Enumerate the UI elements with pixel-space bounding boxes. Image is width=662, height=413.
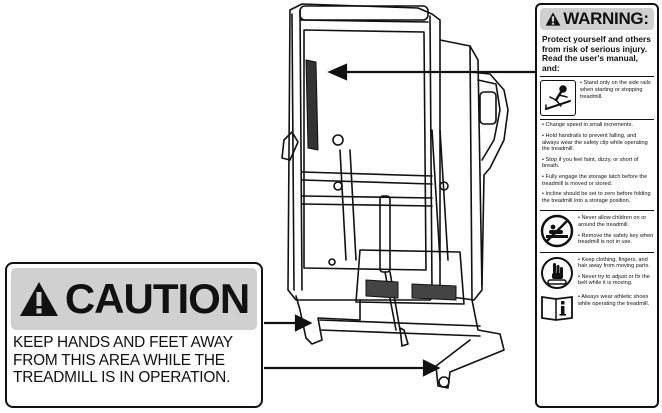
manual-rule-row: • Always wear athletic shoes while opera… [537,293,657,324]
hand-moving-parts-icon [540,256,574,290]
side-rail-rule: • Stand only on the side rails when star… [580,80,651,100]
caution-title: CAUTION [64,275,250,322]
warning-label: WARNING: Protect yourself and others fro… [535,3,659,408]
manual-info-icon [540,293,574,321]
caution-arrow-2-head [422,359,441,377]
children-rule-1: • Never allow children on or around the … [578,215,647,228]
left-handrail-end [281,131,299,161]
warning-rule-2: • Hold handrails to prevent falling, and… [542,132,648,153]
warning-intro: Protect yourself and others from risk of… [542,34,651,73]
top-roller [299,5,429,21]
children-rule-2: • Remove the safety key when treadmill i… [578,232,654,246]
caution-arrow-1-head [294,314,313,332]
deck-inner-panel [303,29,427,271]
folded-deck-outline [287,3,441,301]
caution-line-2: FROM THIS AREA WHILE THE [13,351,225,369]
caution-line-1: KEEP HANDS AND FEET AWAY [13,334,233,351]
warning-rule-4: • Fully engage the storage latch before … [542,173,648,187]
person-on-side-rails-icon [540,80,576,117]
caution-line-3: TREADMILL IS IN OPERATION. [13,369,231,386]
storage-latch-cylinder [379,195,391,273]
warning-rule-5: • Incline should be set to zero before f… [542,191,651,204]
moving-parts-rules-row: • Keep clothing, fingers, and hair away … [537,253,657,293]
alert-triangle-icon [19,281,59,317]
alert-triangle-icon [545,12,561,26]
warning-arrow-head [327,63,348,81]
manual-rule: • Always wear athletic shoes while opera… [578,294,650,307]
warning-title: WARNING: [563,9,649,28]
warning-header: WARNING: [540,8,654,30]
children-rules-row: • Never allow children on or around the … [537,211,657,251]
caution-message: KEEP HANDS AND FEET AWAY FROM THIS AREA … [7,334,261,387]
warning-rule-1: • Change speed in small increments. [542,122,633,129]
warning-rule-3: • Stop if you feel faint, dizzy, or shor… [542,156,639,170]
handrail-upright [469,71,509,286]
motor-hood [439,39,483,301]
left-base-foot [295,295,361,345]
lower-housing [355,249,465,305]
side-rail-rule-row: • Stand only on the side rails when star… [537,77,657,119]
caution-header: CAUTION [11,268,257,330]
right-base-foot [435,299,505,389]
moving-parts-rule-1: • Keep clothing, fingers, and hair away … [578,256,650,270]
wheel [438,376,450,388]
moving-parts-rule-2: • Never try to adjust or fix the belt wh… [578,273,650,287]
caution-label: CAUTION KEEP HANDS AND FEET AWAY FROM TH… [5,262,263,408]
no-children-icon [540,214,574,248]
